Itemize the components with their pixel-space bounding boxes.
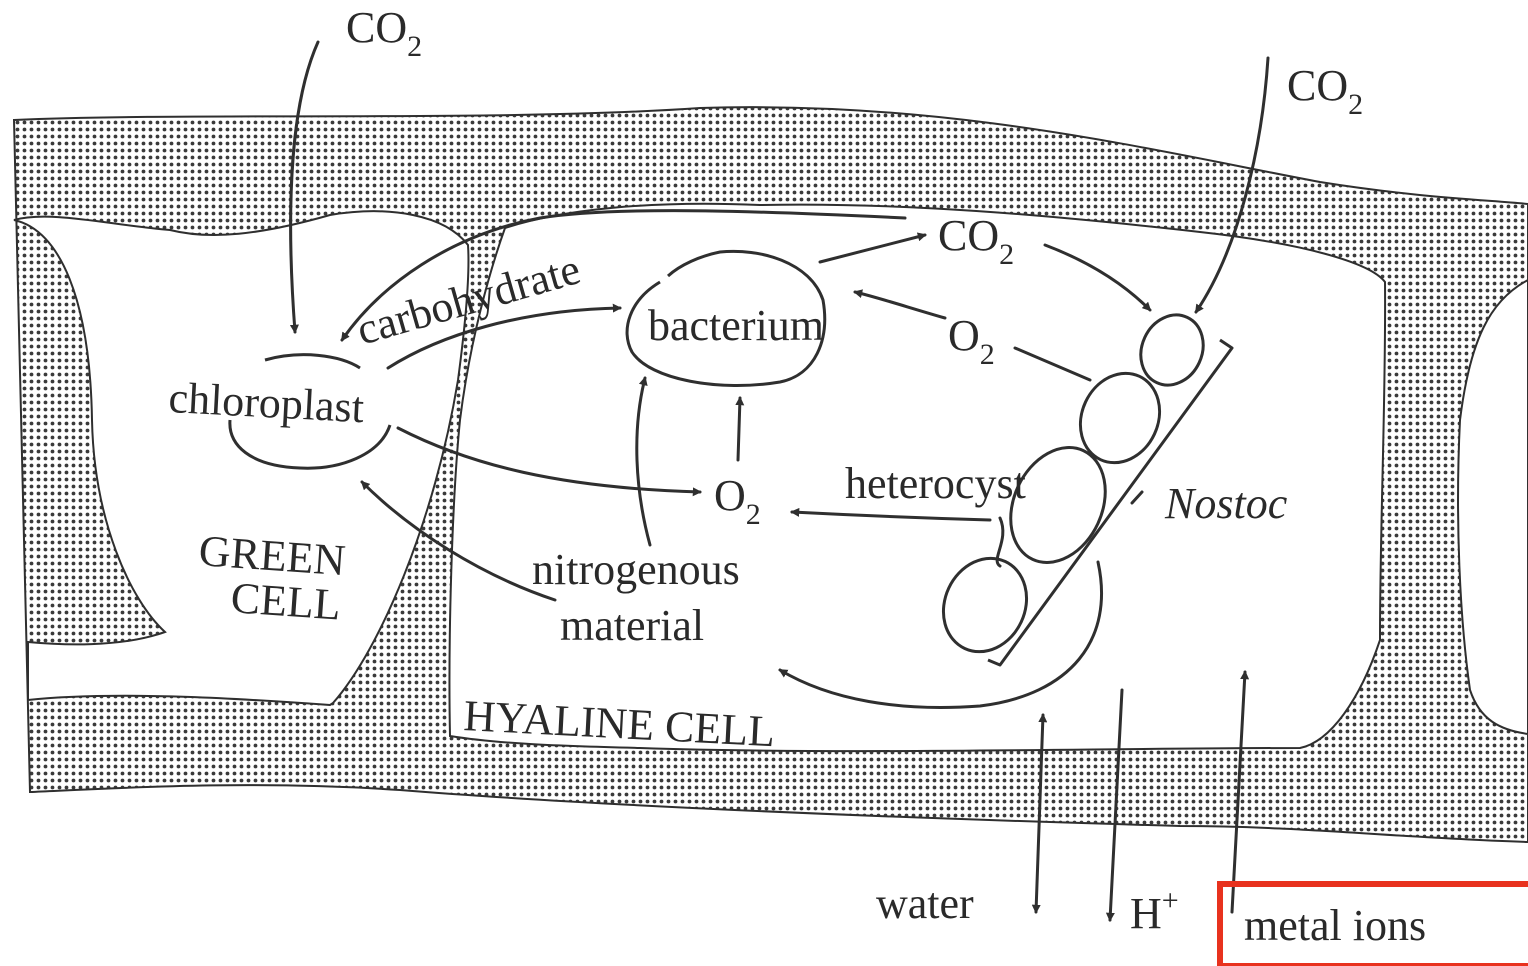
h-plus-label: H+ — [1130, 884, 1179, 938]
heterocyst-label: heterocyst — [845, 459, 1026, 508]
o2-label-center: O2 — [714, 471, 761, 531]
co2-label-top-left: CO2 — [346, 3, 422, 63]
nitrogenous-label: nitrogenous — [532, 545, 740, 594]
bacterium-label: bacterium — [648, 301, 824, 350]
nostoc-label: Nostoc — [1164, 479, 1288, 528]
material-label: material — [560, 601, 704, 650]
co2-label-top-right: CO2 — [1287, 61, 1363, 121]
water-label: water — [876, 879, 974, 928]
metal-ions-label: metal ions — [1244, 901, 1426, 950]
co2-label-middle: CO2 — [938, 211, 1014, 271]
chloroplast-label: chloroplast — [167, 373, 365, 432]
green-cell-label-line2: CELL — [229, 573, 342, 630]
o2-label-right: O2 — [948, 311, 995, 371]
